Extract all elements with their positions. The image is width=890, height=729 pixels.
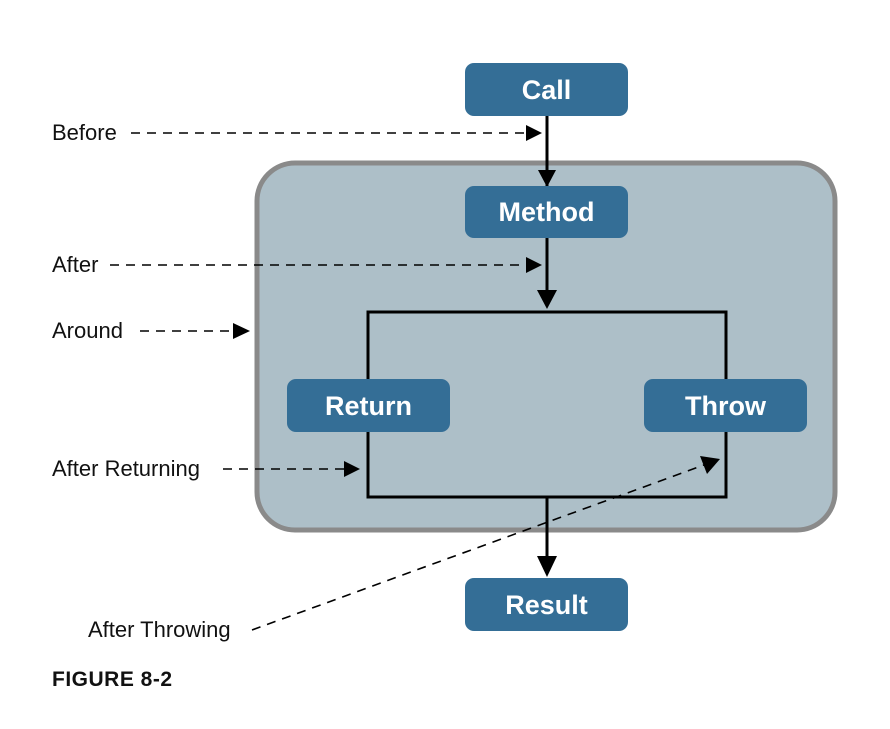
flow-arrowheads <box>537 170 557 577</box>
result-label: Result <box>505 590 588 620</box>
return-label: Return <box>325 391 412 421</box>
throw-node: Throw <box>644 379 807 432</box>
after-throwing-pointer <box>251 464 705 631</box>
before-pointer-head <box>526 125 542 141</box>
after-returning-pointer-head <box>344 461 360 477</box>
throw-label: Throw <box>685 391 767 421</box>
after-throwing-label: After Throwing <box>88 617 231 642</box>
call-node: Call <box>465 63 628 116</box>
call-label: Call <box>522 75 572 105</box>
after-label: After <box>52 252 98 277</box>
method-label: Method <box>499 197 595 227</box>
result-node: Result <box>465 578 628 631</box>
method-branch-arrowhead <box>537 290 557 309</box>
after-pointer-head <box>526 257 542 273</box>
method-node: Method <box>465 186 628 238</box>
result-arrowhead <box>537 556 557 577</box>
advice-pointers <box>110 132 705 631</box>
return-node: Return <box>287 379 450 432</box>
call-method-arrowhead <box>538 170 556 187</box>
after-returning-label: After Returning <box>52 456 200 481</box>
before-label: Before <box>52 120 117 145</box>
around-pointer-head <box>233 323 250 339</box>
figure-caption: FIGURE 8-2 <box>52 668 173 691</box>
around-label: Around <box>52 318 123 343</box>
advice-pointer-heads <box>233 125 720 477</box>
after-throwing-pointer-head <box>700 456 720 474</box>
